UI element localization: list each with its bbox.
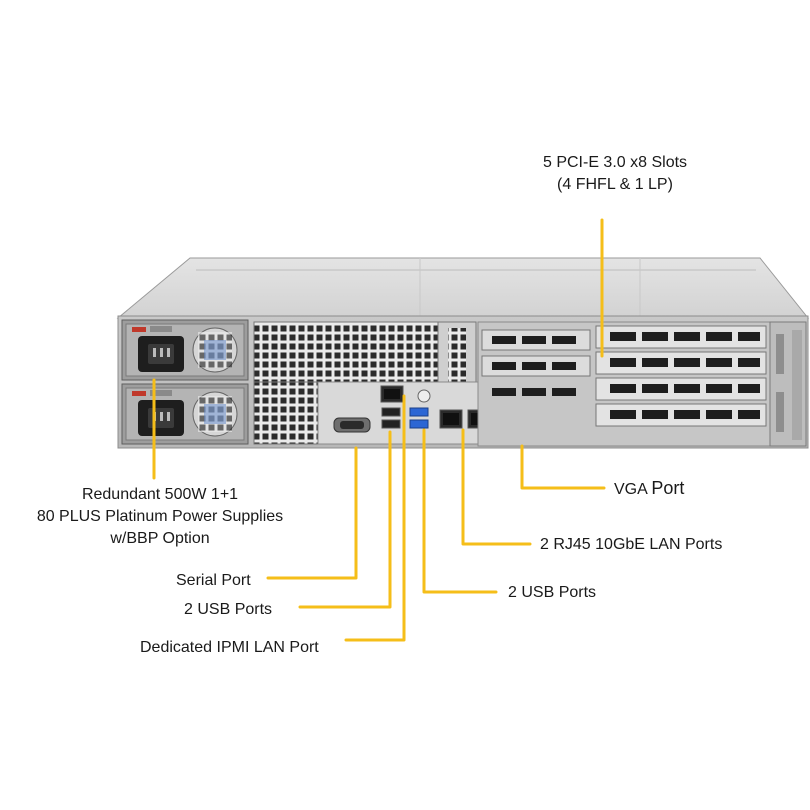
label-pcie-slots: 5 PCI-E 3.0 x8 Slots (4 FHFL & 1 LP) bbox=[500, 152, 730, 196]
callout-line-serial bbox=[266, 446, 358, 580]
callout-line-ipmi bbox=[344, 394, 406, 642]
vent-grill-lower bbox=[253, 381, 319, 445]
callout-lines bbox=[152, 218, 606, 642]
power-supply-bottom bbox=[121, 383, 249, 445]
label-psu-line1: Redundant 500W 1+1 bbox=[81, 486, 239, 503]
label-serial-port: Serial Port bbox=[176, 572, 251, 589]
callout-line-lan bbox=[461, 428, 532, 546]
power-supply-top bbox=[121, 319, 249, 381]
label-lan-ports: 2 RJ45 10GbE LAN Ports bbox=[540, 536, 723, 553]
expansion-slots bbox=[477, 321, 807, 447]
callout-line-vga bbox=[520, 444, 606, 490]
label-psu-line2: 80 PLUS Platinum Power Supplies bbox=[36, 508, 284, 525]
label-usb-ports-right: 2 USB Ports bbox=[508, 584, 597, 601]
chassis-top bbox=[116, 257, 810, 319]
label-ipmi-lan-port: Dedicated IPMI LAN Port bbox=[140, 639, 319, 656]
vent-grill-upper bbox=[253, 321, 439, 383]
label-vga-port: VGA Port bbox=[614, 477, 684, 501]
label-psu-line3: w/BBP Option bbox=[110, 530, 210, 547]
label-vga-prefix: VGA bbox=[614, 481, 652, 498]
callout-line-usb-right bbox=[422, 428, 498, 594]
label-pcie-line2: (4 FHFL & 1 LP) bbox=[557, 176, 673, 193]
label-vga-suffix: Port bbox=[651, 478, 685, 498]
label-power-supplies: Redundant 500W 1+1 80 PLUS Platinum Powe… bbox=[0, 484, 320, 550]
label-usb-ports-left: 2 USB Ports bbox=[184, 601, 273, 618]
label-pcie-line1: 5 PCI-E 3.0 x8 Slots bbox=[542, 154, 688, 171]
callout-line-usb-left bbox=[298, 430, 392, 609]
